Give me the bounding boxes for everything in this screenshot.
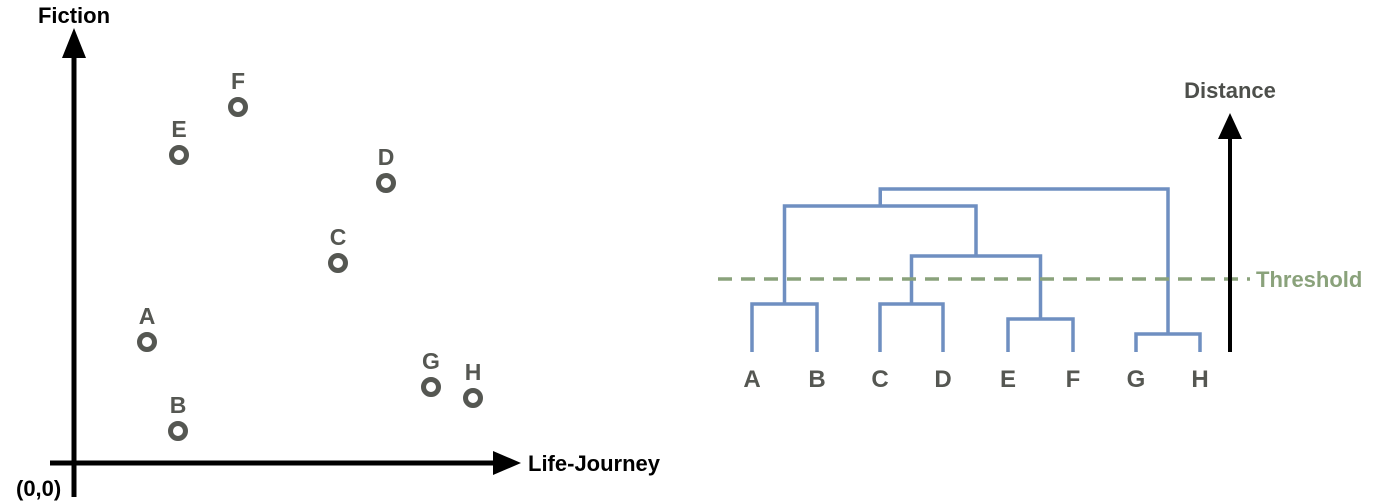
point-label: B: [170, 392, 187, 418]
leaf-label-e: E: [1000, 366, 1016, 393]
threshold-label: Threshold: [1256, 267, 1362, 292]
point-marker: [168, 421, 188, 441]
point-b: B: [168, 392, 188, 441]
point-marker: [376, 173, 396, 193]
leaf-label-c: C: [871, 366, 888, 393]
point-label: A: [139, 303, 156, 329]
origin-label: (0,0): [16, 476, 61, 501]
merge-branch: [878, 302, 945, 352]
leaf-label-g: G: [1127, 366, 1146, 393]
y-axis-arrowhead: [62, 28, 86, 58]
point-marker: [169, 145, 189, 165]
merge-branch: [878, 187, 1170, 334]
point-label: H: [465, 359, 482, 385]
point-h: H: [463, 359, 483, 408]
leaf-label-f: F: [1066, 366, 1081, 393]
leaf-label-h: H: [1191, 366, 1208, 393]
merge-branch: [1134, 332, 1202, 352]
merge-cdef: [909, 254, 1043, 319]
point-label: F: [231, 68, 245, 94]
leaf-label-d: D: [934, 366, 951, 393]
point-f: F: [228, 68, 248, 117]
point-marker: [421, 377, 441, 397]
merge-gh: [1134, 332, 1202, 352]
point-d: D: [376, 144, 396, 193]
point-a: A: [137, 303, 157, 352]
merge-branch: [909, 254, 1043, 319]
point-label: D: [378, 144, 395, 170]
merge-ef: [1006, 317, 1075, 352]
point-g: G: [421, 348, 441, 397]
point-marker: [328, 253, 348, 273]
point-marker: [463, 388, 483, 408]
point-c: C: [328, 224, 348, 273]
point-label: C: [330, 224, 347, 250]
distance-axis-label: Distance: [1184, 78, 1276, 103]
distance-axis-arrowhead: [1218, 113, 1242, 139]
x-axis-label: Life-Journey: [528, 451, 661, 476]
merge-abcdefgh: [878, 187, 1170, 334]
y-axis-label: Fiction: [38, 3, 110, 28]
merge-cd: [878, 302, 945, 352]
merge-branch: [750, 302, 819, 352]
dendrogram-leaf-labels: A B C D E F G H: [743, 366, 1208, 393]
point-label: G: [422, 348, 440, 374]
point-marker: [228, 97, 248, 117]
leaf-label-a: A: [743, 366, 760, 393]
merge-ab: [750, 302, 819, 352]
merge-branch: [1006, 317, 1075, 352]
dendrogram-panel: Threshold Distance A B C D E F G H: [718, 78, 1362, 393]
point-marker: [137, 332, 157, 352]
dendrogram-branches: [750, 187, 1202, 352]
x-axis-arrowhead: [493, 451, 521, 475]
leaf-label-b: B: [808, 366, 825, 393]
point-e: E: [169, 116, 189, 165]
point-label: E: [171, 116, 186, 142]
